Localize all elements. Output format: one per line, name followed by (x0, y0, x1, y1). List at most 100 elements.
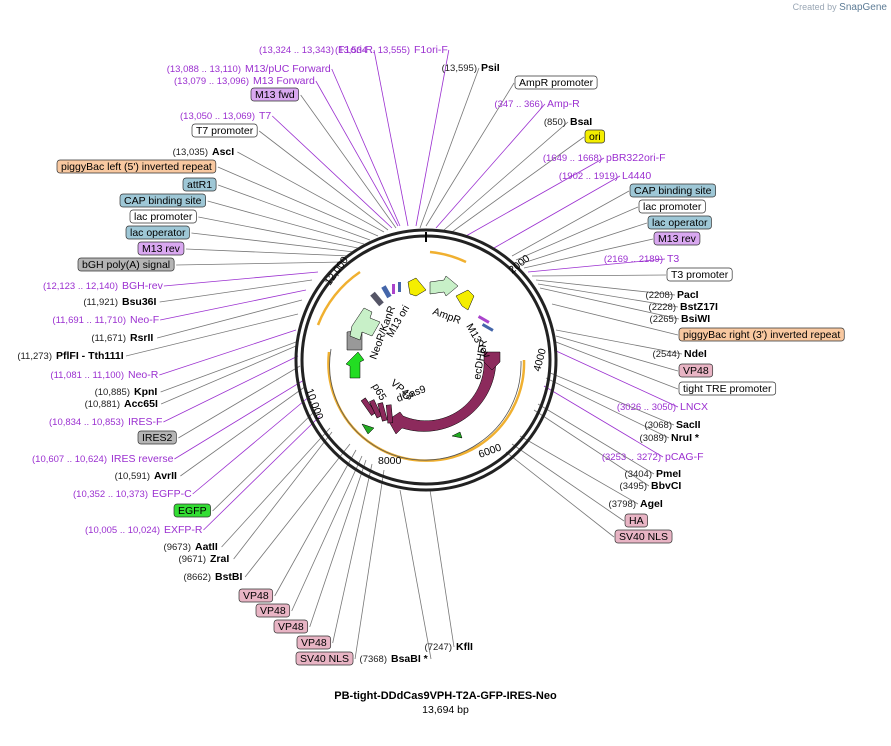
label-lncx[interactable]: (3026 .. 3050)LNCX (617, 401, 708, 413)
feature-box (182, 177, 217, 192)
label-pmei[interactable]: (3404)PmeI (625, 468, 682, 480)
label-agei[interactable]: (3798)AgeI (609, 498, 663, 510)
label-vp48d[interactable]: VP48 (296, 635, 332, 650)
label-ori[interactable]: ori (584, 129, 606, 144)
leader-line (125, 313, 299, 357)
label-ha[interactable]: HA (624, 513, 648, 528)
label-tightp[interactable]: tight TRE promoter (678, 381, 777, 396)
label-pbr[interactable]: (1649 .. 1668)pBR322ori-F (543, 152, 666, 164)
label-lacpl[interactable]: lac promoter (129, 209, 197, 224)
label-sv40l[interactable]: SV40 NLS (295, 651, 354, 666)
feature-box (250, 87, 300, 102)
label-lacpr[interactable]: lac promoter (638, 199, 706, 214)
label-vp48a[interactable]: VP48 (238, 588, 274, 603)
label-lacol[interactable]: lac operator (125, 225, 190, 240)
label-neof[interactable]: (11,691 .. 11,710)Neo-F (52, 314, 159, 326)
label-kfli[interactable]: (7247)KflI (425, 641, 473, 653)
label-bsiwi[interactable]: (2265)BsiWI (650, 313, 711, 325)
brand-name: SnapGene (839, 2, 887, 13)
label-acc65i[interactable]: (10,881)Acc65I (85, 398, 158, 410)
enzyme-position: (13,595) (442, 63, 477, 74)
label-kpni[interactable]: (10,885)KpnI (95, 386, 158, 398)
label-egfp[interactable]: EGFP (173, 503, 211, 518)
enzyme-name: PsiI (481, 62, 500, 74)
label-m13revl[interactable]: M13 rev (137, 241, 185, 256)
label-iresf[interactable]: (10,834 .. 10,853)IRES-F (49, 416, 162, 428)
label-t7prom[interactable]: T7 promoter (191, 123, 258, 138)
enzyme-position: (11,273) (17, 351, 52, 362)
label-bstbi[interactable]: (8662)BstBI (184, 571, 243, 583)
brand-created-by: Created by (792, 2, 837, 12)
label-iresrev[interactable]: (10,607 .. 10,624)IRES reverse (32, 453, 174, 465)
label-paci[interactable]: (2208)PacI (646, 289, 699, 301)
label-f1ori_r[interactable]: (13,324 .. 13,343)F1ori-R (259, 44, 373, 56)
leader-line (185, 248, 351, 257)
label-bbvci[interactable]: (3495)BbvCI (620, 480, 682, 492)
label-bghrev[interactable]: (12,123 .. 12,140)BGH-rev (43, 280, 164, 292)
label-l4440[interactable]: (1902 .. 1919)L4440 (559, 170, 652, 182)
label-neor[interactable]: (11,081 .. 11,100)Neo-R (50, 369, 158, 381)
label-t3[interactable]: (2169 .. 2189)T3 (604, 253, 680, 265)
feature-box (238, 588, 274, 603)
label-egfpc[interactable]: (10,352 .. 10,373)EGFP-C (73, 488, 192, 500)
label-capl[interactable]: CAP binding site (119, 193, 206, 208)
neo-arrow (349, 307, 381, 341)
label-lacor[interactable]: lac operator (647, 215, 712, 230)
label-bstz17i[interactable]: (2228)BstZ17I (649, 301, 718, 313)
label-vp48c[interactable]: VP48 (273, 619, 309, 634)
bar-marker-4 (398, 282, 401, 292)
label-aatii[interactable]: (9673)AatII (164, 541, 218, 553)
leader-line (258, 130, 389, 231)
leader-line (543, 385, 664, 458)
label-sacii[interactable]: (3068)SacII (645, 419, 701, 431)
label-exfpr[interactable]: (10,005 .. 10,024)EXFP-R (85, 524, 203, 536)
label-sv40r[interactable]: SV40 NLS (614, 529, 673, 544)
enzyme-position: (10,591) (115, 471, 150, 482)
label-pcagf[interactable]: (3253 .. 3272)pCAG-F (602, 451, 704, 463)
bar-marker-5 (477, 315, 490, 324)
leader-line (419, 67, 480, 229)
label-bgh[interactable]: bGH poly(A) signal (77, 257, 175, 272)
label-ampr[interactable]: (347 .. 366)Amp-R (494, 98, 580, 110)
label-t3prom[interactable]: T3 promoter (666, 267, 733, 282)
leader-line (160, 289, 307, 321)
label-bsai[interactable]: (850)BsaI (544, 116, 592, 128)
primer-name: F1ori-R (338, 44, 373, 56)
leader-line (505, 451, 615, 538)
orange-arc-top (429, 250, 467, 264)
label-zrai[interactable]: (9671)ZraI (179, 553, 230, 565)
label-m13puc[interactable]: (13,088 .. 13,110)M13/pUC Forward (167, 63, 331, 75)
label-asci[interactable]: (13,035)AscI (173, 146, 235, 158)
enzyme-name: BsaI (570, 116, 592, 128)
feature-name: VP48 (243, 590, 269, 602)
label-m13fwdp[interactable]: (13,079 .. 13,096)M13 Forward (174, 75, 315, 87)
primer-name: EGFP-C (152, 488, 192, 500)
label-capr[interactable]: CAP binding site (629, 183, 716, 198)
feature-box (125, 225, 190, 240)
label-vp48b[interactable]: VP48 (255, 603, 291, 618)
label-nrui[interactable]: (3089)NruI * (640, 432, 700, 444)
label-pbleft[interactable]: piggyBac left (5') inverted repeat (56, 159, 217, 174)
leader-line (511, 443, 625, 522)
label-pbright[interactable]: piggyBac right (3') inverted repeat (678, 327, 845, 342)
label-ndei[interactable]: (2544)NdeI (653, 348, 707, 360)
label-m13fwd[interactable]: M13 fwd (250, 87, 300, 102)
label-f1ori_f[interactable]: (13,534 .. 13,555)F1ori-F (335, 44, 448, 56)
feature-name: VP48 (278, 621, 304, 633)
label-ires2[interactable]: IRES2 (137, 430, 177, 445)
feature-name: M13 rev (142, 243, 181, 255)
feature-name: lac promoter (134, 211, 193, 223)
label-bsabi[interactable]: (7368)BsaBI * (360, 653, 429, 665)
label-psii[interactable]: (13,595) PsiI (442, 62, 500, 74)
label-rsrii[interactable]: (11,671)RsrII (91, 332, 153, 344)
leader-line (192, 395, 311, 495)
label-vp48r[interactable]: VP48 (678, 363, 714, 378)
label-m13revr[interactable]: M13 rev (653, 231, 701, 246)
label-bsu36i[interactable]: (11,921)Bsu36I (83, 296, 156, 308)
label-avrii[interactable]: (10,591)AvrII (115, 470, 177, 482)
label-t7[interactable]: (13,050 .. 13,069)T7 (180, 110, 271, 122)
label-amprprom[interactable]: AmpR promoter (514, 75, 598, 90)
label-pflfi[interactable]: (11,273)PflFI - Tth111I (17, 350, 123, 362)
vp48-stripes (360, 397, 394, 424)
label-attr1[interactable]: attR1 (182, 177, 217, 192)
